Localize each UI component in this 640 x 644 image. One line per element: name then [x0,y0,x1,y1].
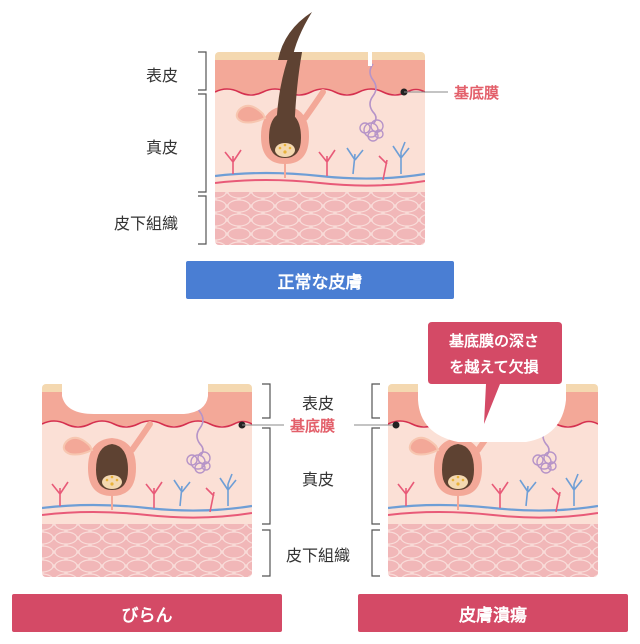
middle-brackets [262,383,380,577]
label-epidermis: 表皮 [146,66,179,85]
label-basement-membrane: 基底膜 [454,84,500,102]
middle-label-subcutis: 皮下組織 [286,546,351,565]
normal-skin-banner: 正常な皮膚 [186,261,454,299]
callout-line-1: 基底膜の深さ [448,332,539,350]
callout-line-2: を越えて欠損 [449,358,539,376]
erosion-banner: びらん [12,594,282,632]
label-dermis: 真皮 [146,138,179,157]
normal-brackets [198,51,207,245]
normal-skin-block [215,52,425,245]
hair-shaft [278,12,312,60]
ulcer-banner: 皮膚潰瘍 [358,594,628,632]
middle-label-epidermis: 表皮 [302,394,335,413]
middle-label-basement-membrane: 基底膜 [290,417,336,435]
bm-pointer-dot-right [392,421,400,429]
callout-bubble [428,322,562,424]
middle-label-dermis: 真皮 [302,470,335,489]
label-subcutis: 皮下組織 [114,214,179,233]
ulcer-skin-block [388,384,598,577]
erosion-skin-block [42,384,252,577]
